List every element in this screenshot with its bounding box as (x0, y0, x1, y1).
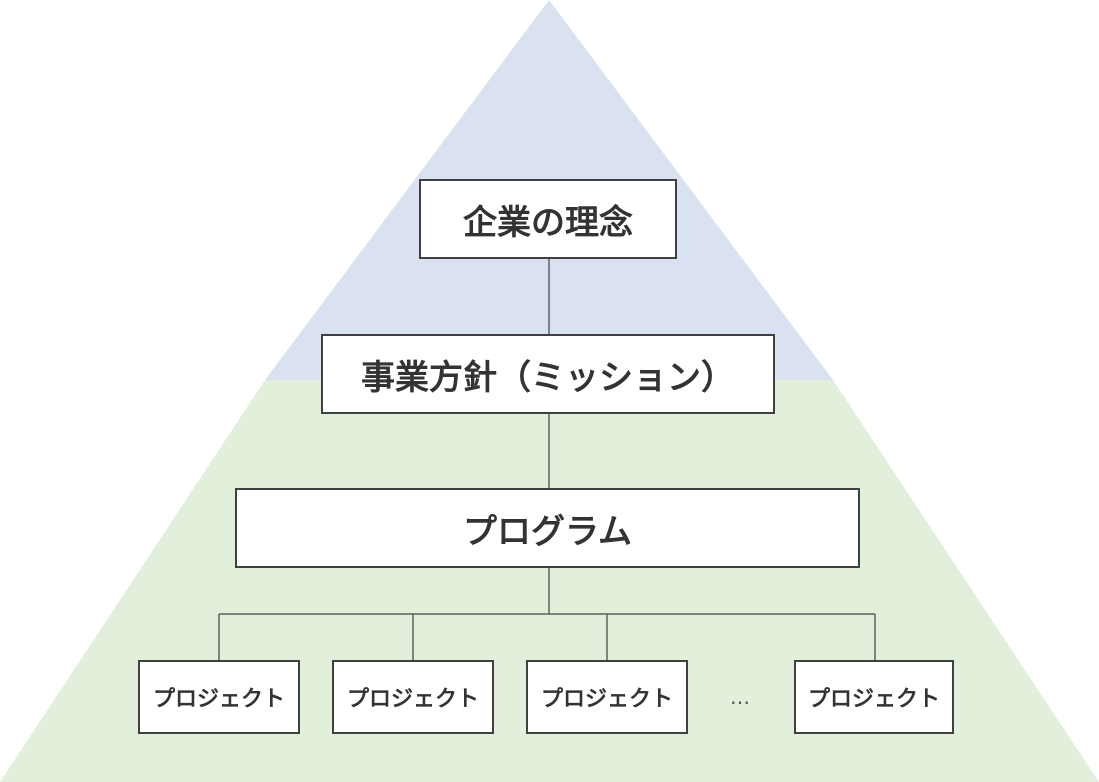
project-label: プロジェクト (807, 687, 940, 712)
project-box-2: プロジェクト (332, 660, 494, 734)
project-box-4: プロジェクト (794, 660, 954, 734)
mission-label: 事業方針（ミッション） (361, 357, 735, 398)
project-box-3: プロジェクト (526, 660, 688, 734)
more-projects-ellipsis: … (730, 685, 754, 709)
project-label: プロジェクト (540, 687, 673, 712)
philosophy-label: 企業の理念 (463, 202, 633, 243)
program-box: プログラム (235, 488, 860, 568)
mission-box: 事業方針（ミッション） (321, 334, 775, 414)
philosophy-box: 企業の理念 (419, 179, 677, 259)
project-label: プロジェクト (152, 687, 285, 712)
project-box-1: プロジェクト (138, 660, 300, 734)
program-label: プログラム (463, 511, 632, 552)
project-label: プロジェクト (346, 687, 479, 712)
